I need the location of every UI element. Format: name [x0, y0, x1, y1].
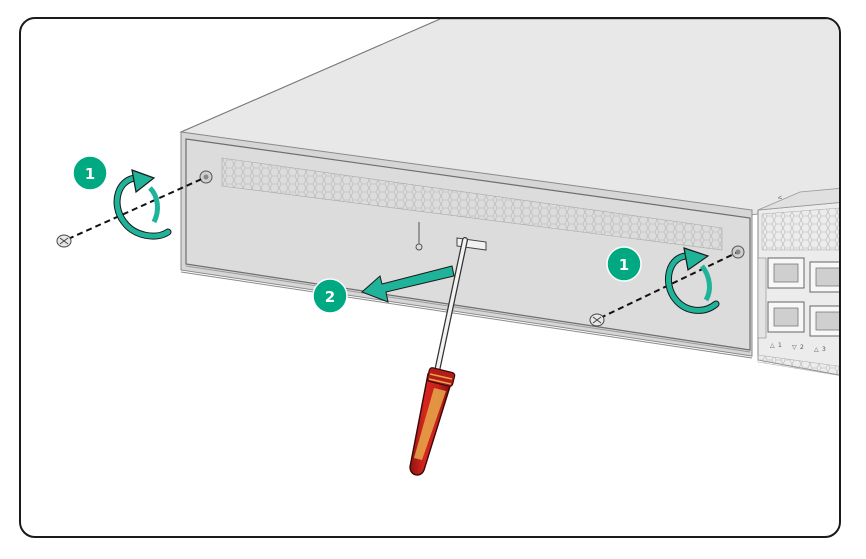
step-badge: 2	[312, 278, 348, 314]
step-number: 1	[619, 256, 629, 274]
step-badge: 1	[72, 155, 108, 191]
port-label: 2	[800, 344, 804, 351]
svg-text:<: <	[777, 194, 784, 202]
step-badge: 1	[606, 246, 642, 282]
screw-icon	[56, 234, 72, 248]
rj45-ports	[757, 257, 839, 339]
pull-arrow-icon	[361, 265, 455, 303]
svg-text:▽: ▽	[792, 344, 797, 351]
rotate-arrow-icon	[665, 247, 720, 314]
svg-text:△: △	[814, 346, 819, 353]
rotate-arrow-icon	[113, 169, 172, 240]
screw-icon	[589, 313, 605, 327]
port-label: 1	[778, 342, 782, 349]
step-number: 2	[325, 288, 335, 306]
screw-path-left	[67, 177, 205, 240]
vent-grille	[221, 157, 723, 251]
svg-text:△: △	[770, 342, 775, 349]
screwdriver-icon	[409, 237, 468, 476]
port-label: 3	[822, 346, 826, 353]
step-number: 1	[85, 165, 95, 183]
